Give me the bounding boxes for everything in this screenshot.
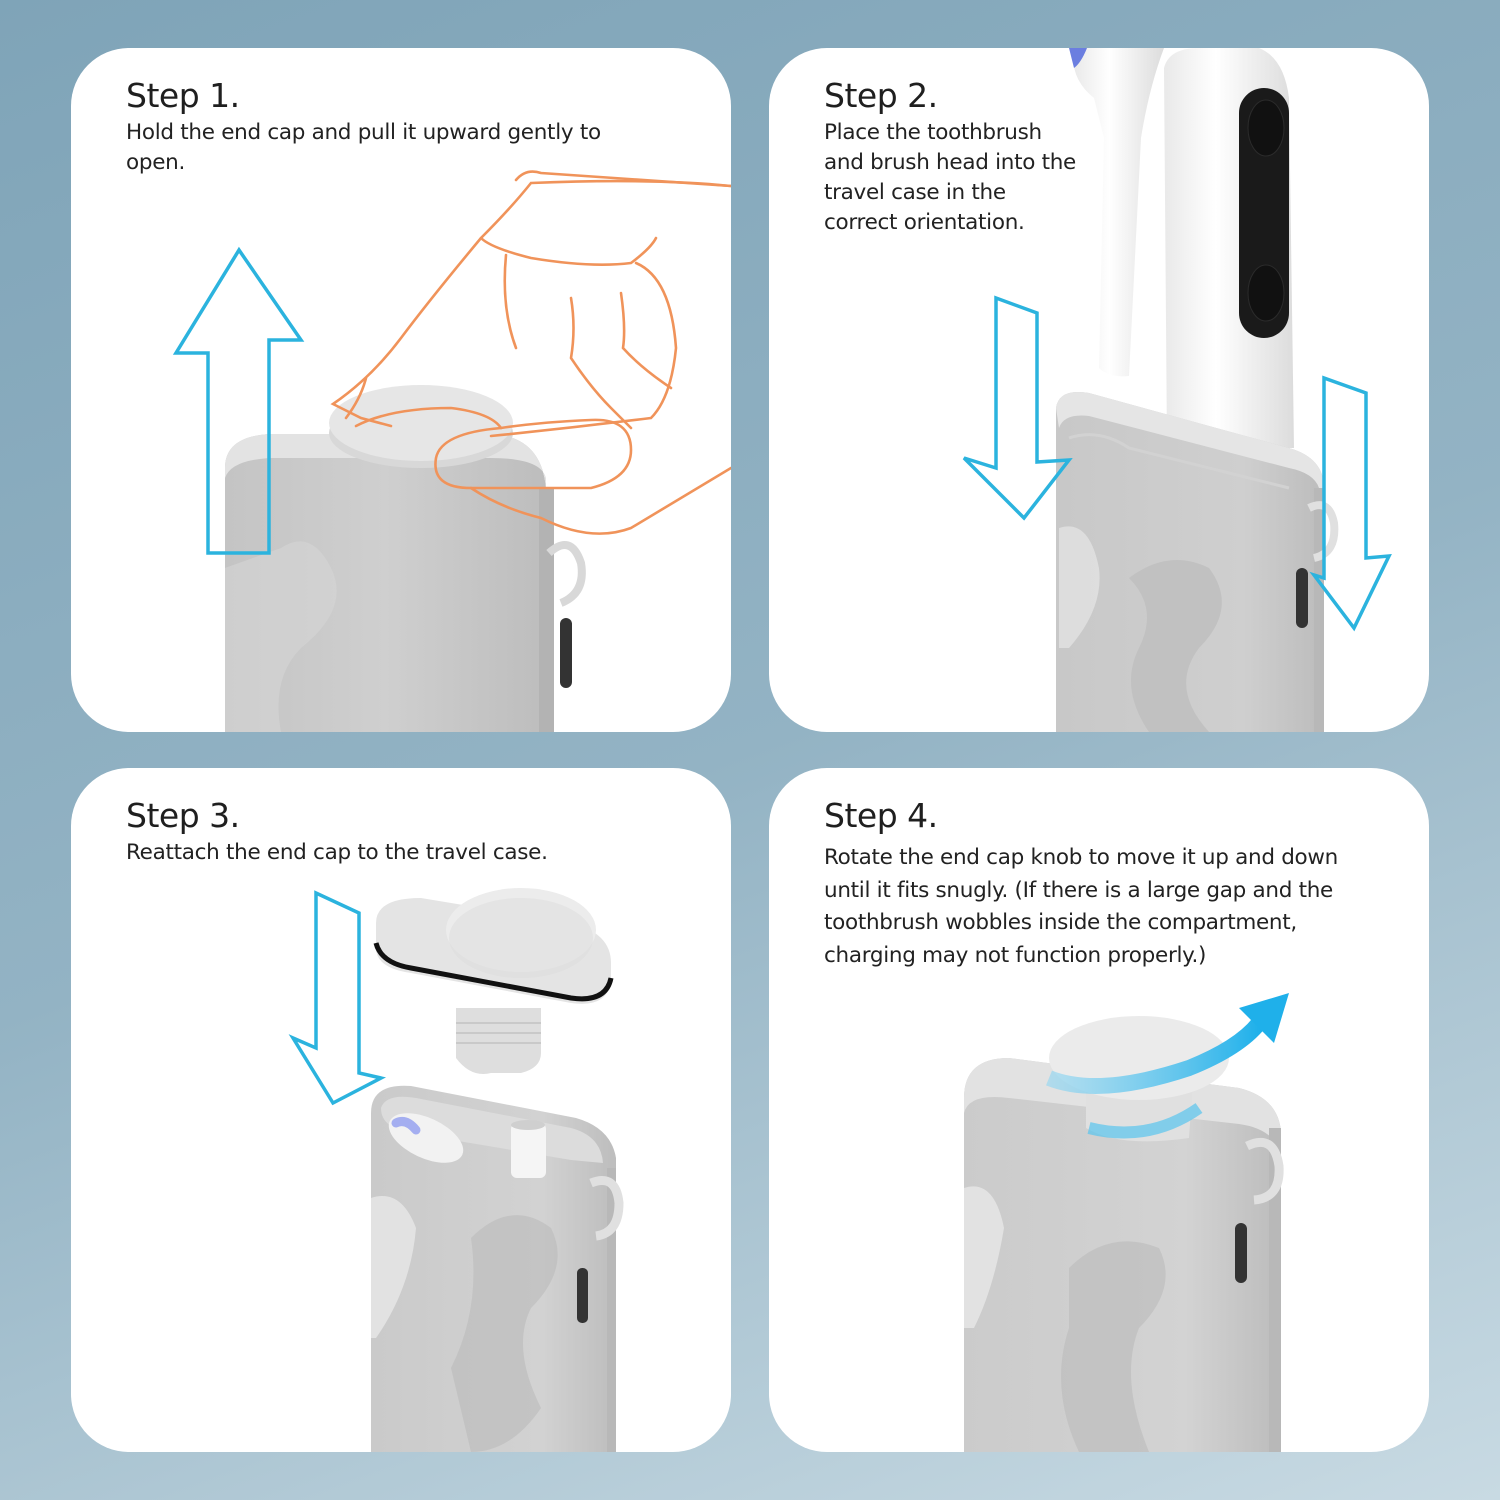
up-arrow-icon: [172, 246, 305, 555]
brush-head-icon: [1069, 48, 1164, 377]
step-3-card: Step 3. Reattach the end cap to the trav…: [71, 768, 731, 1452]
down-arrow-icon: [288, 890, 387, 1106]
travel-case-icon: [964, 1016, 1284, 1452]
step-2-card: Step 2. Place the toothbrush and brush h…: [769, 48, 1429, 732]
step-4-title: Step 4.: [824, 796, 938, 835]
step-1-title: Step 1.: [126, 76, 240, 115]
down-arrow-icon: [1309, 375, 1392, 632]
step-3-illustration: [288, 888, 624, 1452]
end-cap-icon: [373, 888, 614, 1074]
step-1-description: Hold the end cap and pull it upward gent…: [126, 120, 601, 175]
step-3-title: Step 3.: [126, 796, 240, 835]
step-1-card: Step 1. Hold the end cap and pull it upw…: [71, 48, 731, 732]
step-1-illustration: [172, 170, 731, 732]
down-arrow-icon: [962, 295, 1073, 521]
step-4-description: Rotate the end cap knob to move it up an…: [824, 845, 1339, 968]
step-3-description: Reattach the end cap to the travel case.: [126, 840, 548, 865]
hand-icon: [330, 170, 731, 535]
travel-case-icon: [225, 385, 586, 732]
rotate-arrow-icon: [1046, 993, 1289, 1139]
step-2-title: Step 2.: [824, 76, 938, 115]
toothbrush-icon: [1164, 48, 1294, 448]
step-2-description: Place the toothbrush and brush head into…: [824, 120, 1076, 235]
travel-case-icon: [1056, 392, 1339, 732]
step-4-illustration: [964, 993, 1289, 1452]
step-4-card: Step 4. Rotate the end cap knob to move …: [769, 768, 1429, 1452]
travel-case-icon: [371, 1085, 624, 1452]
step-2-illustration: [962, 48, 1392, 732]
